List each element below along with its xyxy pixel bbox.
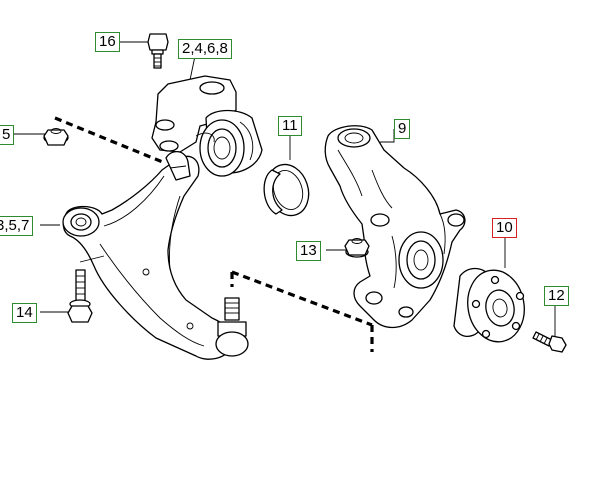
lower-control-arm-part[interactable] <box>62 132 234 360</box>
callout-12[interactable]: 12 <box>544 286 569 306</box>
callout-2-4-6-8[interactable]: 2,4,6,8 <box>178 39 232 59</box>
bolt-16-part[interactable] <box>147 33 169 69</box>
ball-joint-part[interactable] <box>215 297 249 357</box>
callout-9[interactable]: 9 <box>394 119 411 139</box>
nut-13-part[interactable] <box>344 238 370 258</box>
bushing-bracket-part[interactable] <box>151 75 263 177</box>
steering-knuckle-part[interactable] <box>324 125 466 329</box>
callout-14[interactable]: 14 <box>12 303 37 323</box>
nut-5-part[interactable] <box>43 128 69 146</box>
callout-16[interactable]: 16 <box>95 32 120 52</box>
bolt-14-part[interactable] <box>67 269 93 323</box>
seal-11-part[interactable] <box>261 159 315 221</box>
callout-3-5-7[interactable]: 3,5,7 <box>0 216 34 236</box>
callout-13[interactable]: 13 <box>296 241 321 261</box>
assembly-lines <box>54 116 374 352</box>
bolt-12-part[interactable] <box>532 331 567 353</box>
callout-11[interactable]: 11 <box>278 116 302 136</box>
callout-5[interactable]: 5 <box>0 125 15 145</box>
wheel-hub-part[interactable] <box>453 266 530 347</box>
callout-10[interactable]: 10 <box>492 218 517 238</box>
leader-lines <box>14 41 556 336</box>
